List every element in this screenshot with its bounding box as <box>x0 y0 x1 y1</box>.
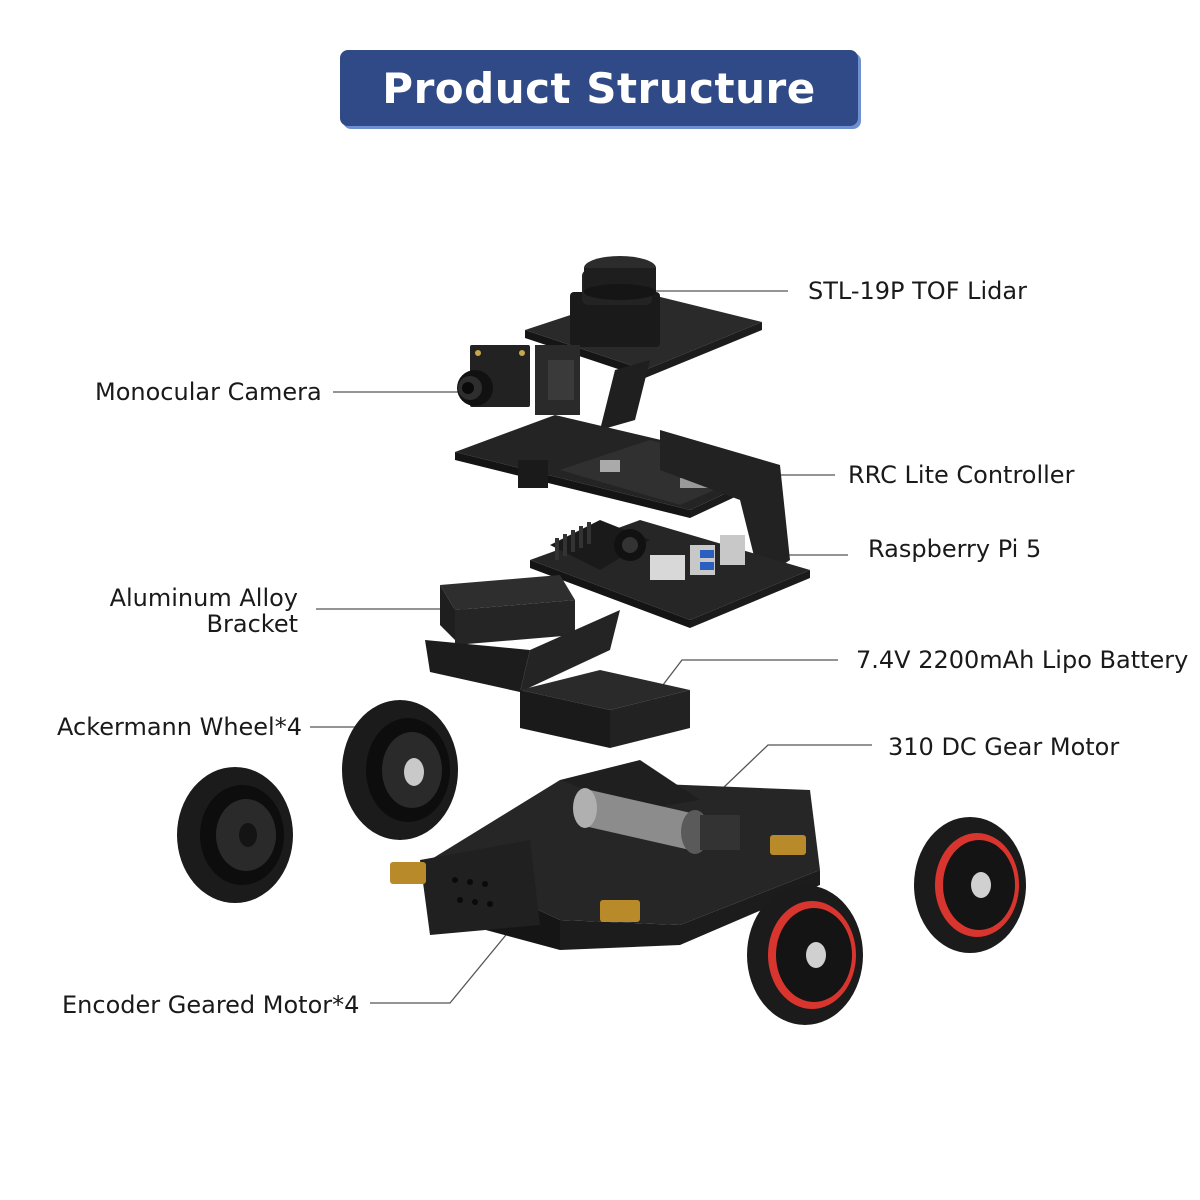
ackermann-wheel-rear-right <box>914 817 1026 953</box>
ackermann-wheel-front-right <box>747 885 863 1025</box>
page-title: Product Structure <box>382 63 816 113</box>
label-bracket-line1: Aluminum Alloy <box>109 584 298 612</box>
raspberry-pi-plate <box>530 520 810 628</box>
aluminum-bracket <box>425 575 620 692</box>
label-raspberry-pi: Raspberry Pi 5 <box>868 535 1042 563</box>
label-bracket-line2: Bracket <box>206 610 298 638</box>
label-gear-motor: 310 DC Gear Motor <box>888 733 1120 761</box>
label-controller: RRC Lite Controller <box>848 461 1075 489</box>
label-battery: 7.4V 2200mAh Lipo Battery <box>856 646 1189 674</box>
gear-motor-icon <box>573 788 740 854</box>
ackermann-wheel-front-left <box>342 700 458 840</box>
label-wheel: Ackermann Wheel*4 <box>57 713 302 741</box>
lidar-icon <box>570 256 660 347</box>
title-banner: Product Structure <box>340 50 858 126</box>
label-camera: Monocular Camera <box>95 378 322 406</box>
controller-plate <box>455 415 790 580</box>
label-encoder-motor: Encoder Geared Motor*4 <box>62 991 360 1019</box>
camera-icon <box>457 345 580 415</box>
label-bracket: Aluminum Alloy Bracket <box>100 585 298 637</box>
ackermann-wheel-rear-left <box>177 767 293 903</box>
leader-line-encoder <box>370 929 511 1004</box>
battery-icon <box>520 670 690 748</box>
label-lidar: STL-19P TOF Lidar <box>808 277 1027 305</box>
